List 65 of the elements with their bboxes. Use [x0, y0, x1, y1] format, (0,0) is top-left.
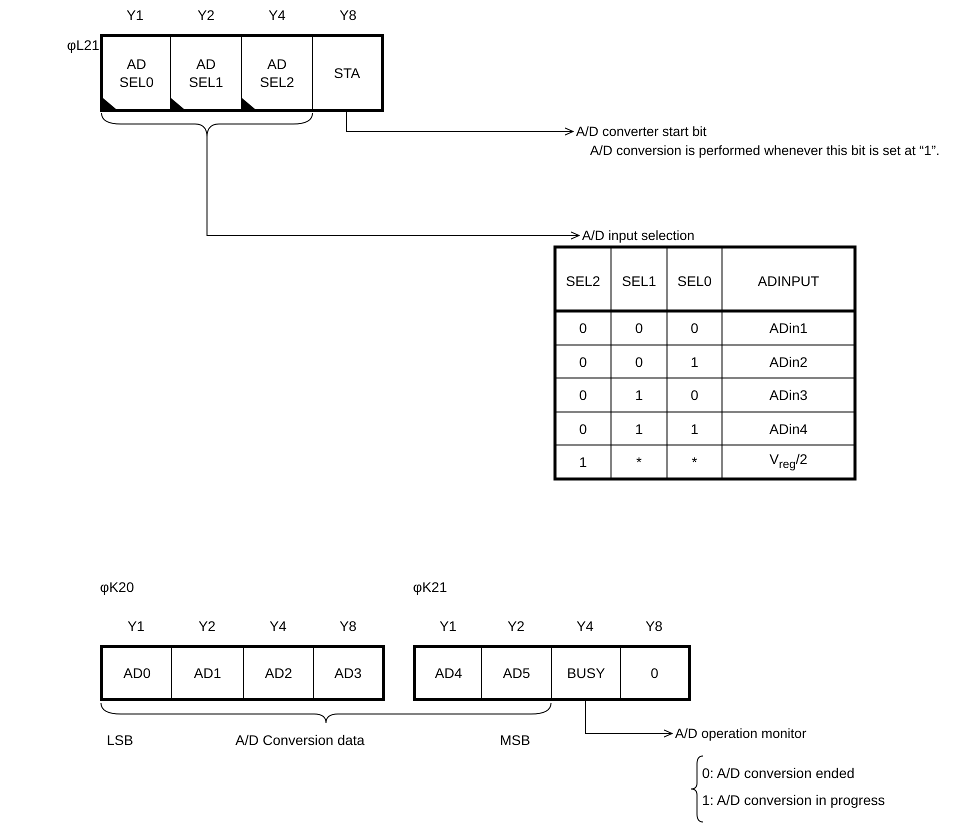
table-cell-text: SEL0 [677, 272, 712, 290]
table-cell-text: ADin4 [769, 420, 808, 438]
register-frame [413, 645, 691, 701]
port-name: φL21 [67, 36, 100, 54]
register-bit-cell: 0 [620, 648, 688, 698]
table-cell-text: * [636, 453, 642, 471]
port-name: φK20 [100, 578, 134, 596]
table-cell-text: 1 [635, 386, 643, 404]
table-cell-text: 0 [579, 420, 587, 438]
brace-caption: A/D Conversion data [235, 731, 365, 749]
table-cell-text: 0 [635, 319, 643, 337]
table-cell-text: ADINPUT [758, 272, 820, 290]
bit-weight-label: Y4 [576, 617, 594, 635]
table-cell-text: 1 [690, 420, 698, 438]
table-cell-text: 0 [579, 386, 587, 404]
table-cell-text: 1 [579, 453, 587, 471]
register-frame [100, 645, 385, 701]
register-bit-cell: BUSY [551, 648, 620, 698]
bit-weight-label: Y8 [339, 617, 357, 635]
bit-weight-label: Y2 [507, 617, 525, 635]
register-bit-cell: AD SEL2 [241, 37, 312, 109]
bit-weight-label: Y8 [645, 617, 663, 635]
table-cell-text: 1 [635, 420, 643, 438]
port-name: φK21 [413, 578, 447, 596]
register-frame [100, 34, 384, 112]
bit-weight-label: Y2 [197, 6, 215, 24]
bit-weight-label: Y1 [127, 617, 145, 635]
curly-brace [101, 113, 313, 137]
bit-weight-label: Y4 [268, 6, 286, 24]
table-cell-text: 0 [690, 319, 698, 337]
register-bit-cell: AD3 [313, 648, 382, 698]
register-bit-cell: AD1 [171, 648, 243, 698]
register-bit-cell: STA [312, 37, 381, 109]
table-cell-text: 0 [579, 319, 587, 337]
state-description: 0: A/D conversion ended [702, 764, 855, 782]
callout-text: A/D conversion is performed whenever this bit is set at “1”. [590, 142, 940, 160]
table-cell-text: ADin2 [769, 352, 808, 370]
table-cell-text: 0 [579, 352, 587, 370]
bit-weight-label: Y1 [126, 6, 144, 24]
register-bit-cell: AD SEL0 [103, 37, 170, 109]
callout-text: A/D input selection [582, 226, 695, 245]
brace-caption: LSB [106, 731, 134, 749]
bit-weight-label: Y2 [198, 617, 216, 635]
bit-weight-label: Y4 [269, 617, 287, 635]
bit-weight-label: Y8 [339, 6, 357, 24]
table-cell-text: 0 [690, 386, 698, 404]
table-cell-text: 0 [635, 352, 643, 370]
register-bit-cell: AD0 [103, 648, 171, 698]
table-cell-text: ADin3 [769, 386, 808, 404]
table-cell-text: SEL2 [566, 272, 600, 290]
bit-weight-label: Y1 [439, 617, 457, 635]
table-cell-text: SEL1 [622, 272, 656, 290]
register-bit-cell: AD4 [416, 648, 481, 698]
callout-text: A/D operation monitor [675, 724, 806, 743]
table-cell-text: V$_{reg}$/2 [770, 450, 808, 473]
register-bit-cell: AD5 [481, 648, 551, 698]
register-bit-cell: AD SEL1 [170, 37, 241, 109]
brace-caption: MSB [500, 731, 530, 749]
state-description: 1: A/D conversion in progress [702, 791, 885, 809]
table-cell-text: * [692, 453, 698, 471]
table-cell-text: ADin1 [769, 319, 808, 337]
callout-text: A/D converter start bit [576, 123, 708, 141]
register-bit-cell: AD2 [243, 648, 313, 698]
arrow [206, 136, 580, 240]
table-cell-text: 1 [690, 352, 698, 370]
